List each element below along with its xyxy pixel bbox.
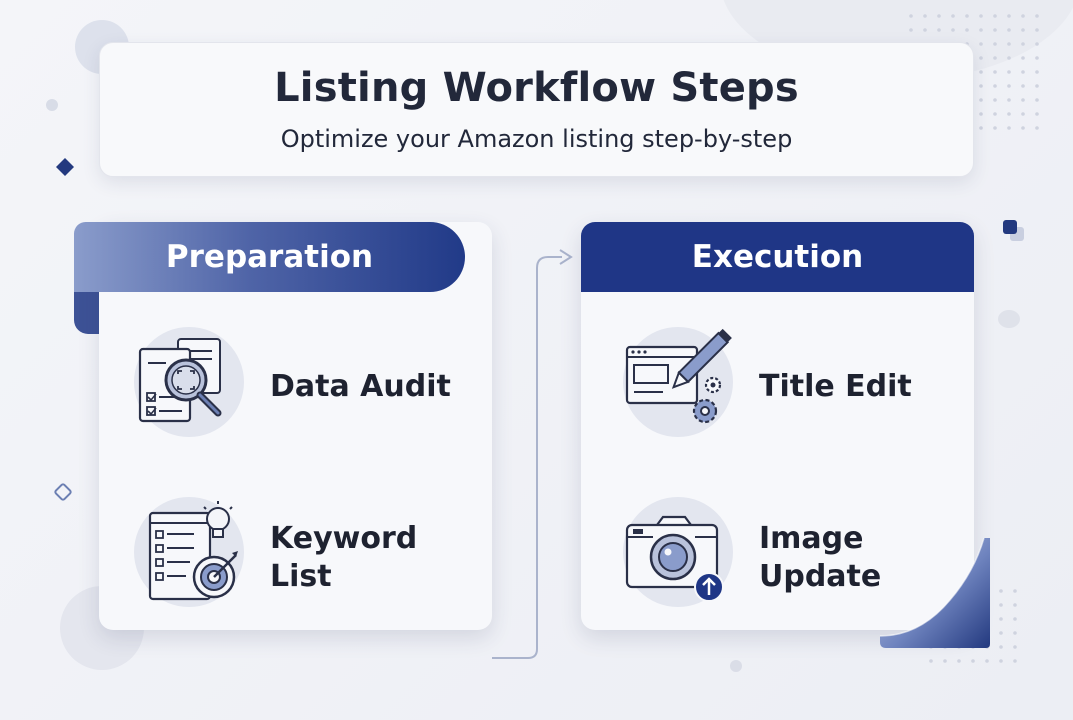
page-curl bbox=[880, 538, 990, 648]
step-label-title-edit: Title Edit bbox=[759, 369, 912, 404]
ribbon-fold bbox=[74, 292, 99, 334]
execution-panel: Execution Title Edit bbox=[581, 222, 974, 630]
page-subtitle: Optimize your Amazon listing step-by-ste… bbox=[280, 125, 793, 153]
preparation-header: Preparation bbox=[74, 222, 465, 292]
header-card: Listing Workflow Steps Optimize your Ama… bbox=[99, 42, 974, 177]
execution-header: Execution bbox=[581, 222, 974, 292]
step-label-data-audit: Data Audit bbox=[270, 369, 451, 404]
step-label-image-update: Image Update bbox=[759, 521, 882, 594]
pencil-window-gear-icon bbox=[623, 327, 733, 437]
document-magnifier-icon bbox=[134, 327, 244, 437]
page-title: Listing Workflow Steps bbox=[274, 65, 799, 111]
preparation-panel: Preparation Data Audit bbox=[74, 222, 492, 630]
camera-upload-icon bbox=[623, 497, 733, 607]
keyword-target-icon bbox=[134, 497, 244, 607]
step-label-keyword-list: Keyword List bbox=[270, 521, 418, 594]
